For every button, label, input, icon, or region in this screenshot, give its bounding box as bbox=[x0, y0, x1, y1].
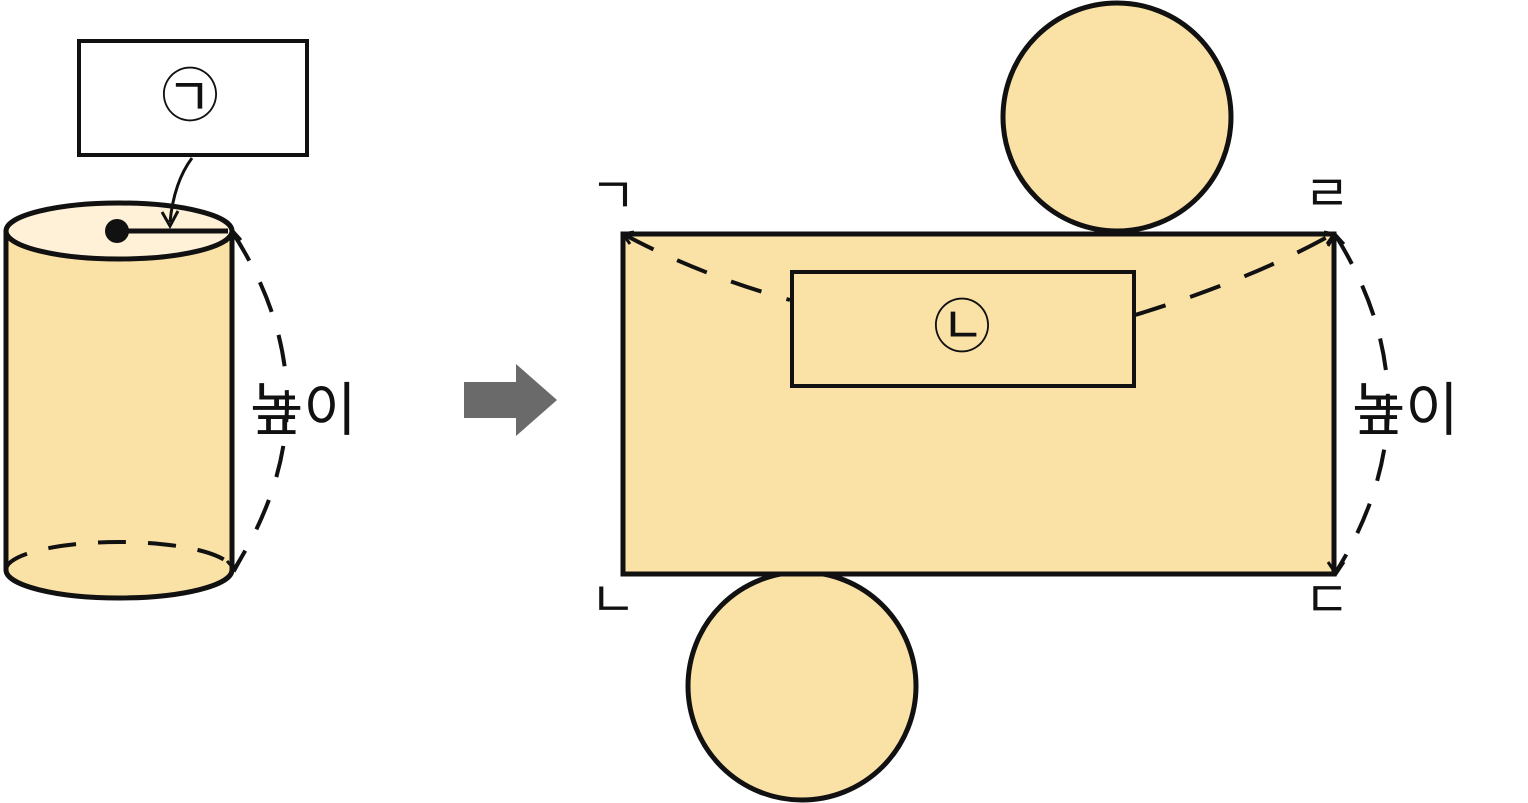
net-bottom-circle bbox=[685, 569, 919, 803]
net-height-label: 높이 bbox=[1352, 376, 1459, 444]
cylinder-net: ㉡ 높이 ㄱ ㄴ ㄷ ㄹ bbox=[590, 0, 1459, 803]
cylinder-label-box bbox=[77, 39, 309, 157]
net-label-box-text: ㉡ bbox=[933, 293, 991, 361]
net-corner-bottom-left: ㄴ bbox=[590, 571, 636, 629]
net-height-arrowhead-top bbox=[1326, 231, 1346, 247]
net-height-curve bbox=[1334, 234, 1390, 574]
net-corner-top-right: ㄹ bbox=[1304, 165, 1350, 223]
net-corner-top-left: ㄱ bbox=[590, 167, 636, 225]
cylinder-height-arrowhead-top bbox=[224, 228, 243, 243]
cylinder-bottom-front-arc bbox=[3, 569, 235, 601]
cylinder-pointer-arrow bbox=[168, 157, 194, 223]
net-height-arrowhead-bottom bbox=[1326, 561, 1346, 577]
cylinder-bottom-hidden-arc bbox=[4, 540, 234, 571]
net-top-circle bbox=[1000, 0, 1234, 234]
net-label-box bbox=[790, 270, 1136, 388]
transform-arrow bbox=[464, 364, 557, 436]
net-lateral-rectangle bbox=[620, 231, 1337, 577]
net-width-arrowhead-left bbox=[620, 230, 635, 245]
net-width-curve-right bbox=[1134, 233, 1332, 317]
cylinder-height-arrowhead-bottom bbox=[225, 558, 243, 573]
cylinder: ㉠ 높이 bbox=[3, 39, 357, 601]
net-width-curve-left bbox=[624, 233, 791, 302]
cylinder-height-label: 높이 bbox=[250, 376, 357, 444]
cylinder-height-curve bbox=[231, 231, 289, 570]
net-corner-bottom-right: ㄷ bbox=[1304, 571, 1350, 629]
center-point bbox=[105, 219, 129, 243]
cylinder-body bbox=[6, 231, 232, 598]
cylinder-label-box-text: ㉠ bbox=[161, 62, 219, 130]
cylinder-pointer-arrowhead bbox=[160, 210, 180, 230]
